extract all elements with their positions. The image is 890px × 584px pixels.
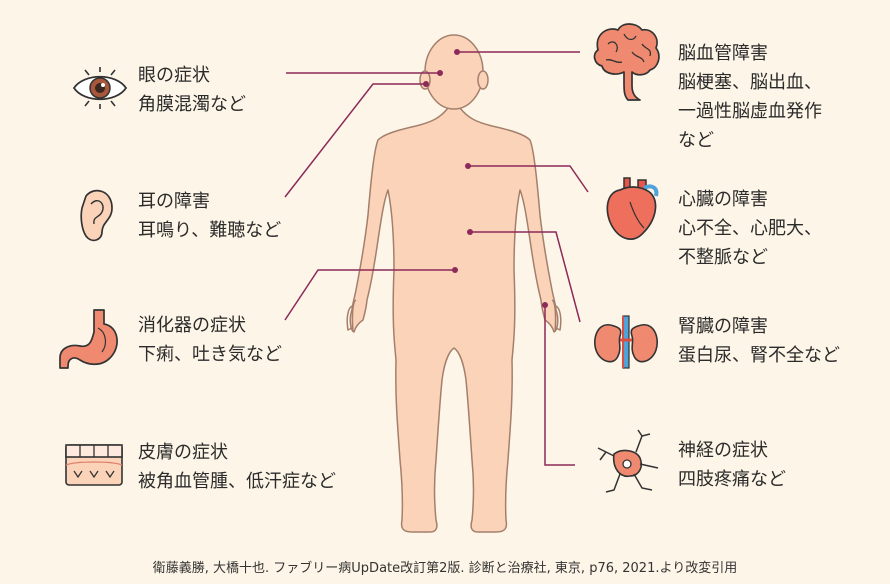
label-skin: 皮膚の症状 被角血管腫、低汗症など <box>138 438 336 496</box>
skin-icon <box>66 445 122 485</box>
label-eye-detail: 角膜混濁など <box>138 90 246 119</box>
label-skin-detail: 被角血管腫、低汗症など <box>138 467 336 496</box>
label-nerve-detail: 四肢疼痛など <box>678 465 786 494</box>
citation-text: 衛藤義勝, 大橋十也. ファブリー病UpDate改訂第2版. 診断と治療社, 東… <box>0 557 890 576</box>
label-nerve: 神経の症状 四肢疼痛など <box>678 436 786 494</box>
label-ear-detail: 耳鳴り、難聴など <box>138 216 281 245</box>
label-kidney: 腎臓の障害 蛋白尿、腎不全など <box>678 312 840 370</box>
label-heart-title: 心臓の障害 <box>678 185 822 214</box>
label-heart-detail2: 不整脈など <box>678 243 822 272</box>
brain-icon <box>595 24 659 100</box>
heart-icon <box>607 178 656 239</box>
label-ear-title: 耳の障害 <box>138 187 281 216</box>
label-brain-detail2: 一過性脳虚血発作 <box>678 97 822 126</box>
label-eye-title: 眼の症状 <box>138 61 246 90</box>
ear-icon <box>81 191 112 241</box>
eye-icon <box>74 67 126 109</box>
label-kidney-detail: 蛋白尿、腎不全など <box>678 341 840 370</box>
label-digestive-title: 消化器の症状 <box>138 311 282 340</box>
label-digestive-detail: 下痢、吐き気など <box>138 340 282 369</box>
kidney-icon <box>595 316 657 368</box>
stomach-icon <box>60 310 117 368</box>
label-brain: 脳血管障害 脳梗塞、脳出血、 一過性脳虚血発作 など <box>678 39 822 155</box>
label-heart: 心臓の障害 心不全、心肥大、 不整脈など <box>678 185 822 272</box>
label-digestive: 消化器の症状 下痢、吐き気など <box>138 311 282 369</box>
label-brain-title: 脳血管障害 <box>678 39 822 68</box>
label-eye: 眼の症状 角膜混濁など <box>138 61 246 119</box>
nerve-icon <box>598 430 658 492</box>
human-body <box>347 35 561 532</box>
label-brain-detail1: 脳梗塞、脳出血、 <box>678 68 822 97</box>
label-ear: 耳の障害 耳鳴り、難聴など <box>138 187 281 245</box>
label-brain-detail3: など <box>678 126 822 155</box>
label-heart-detail1: 心不全、心肥大、 <box>678 214 822 243</box>
label-nerve-title: 神経の症状 <box>678 436 786 465</box>
label-kidney-title: 腎臓の障害 <box>678 312 840 341</box>
label-skin-title: 皮膚の症状 <box>138 438 336 467</box>
